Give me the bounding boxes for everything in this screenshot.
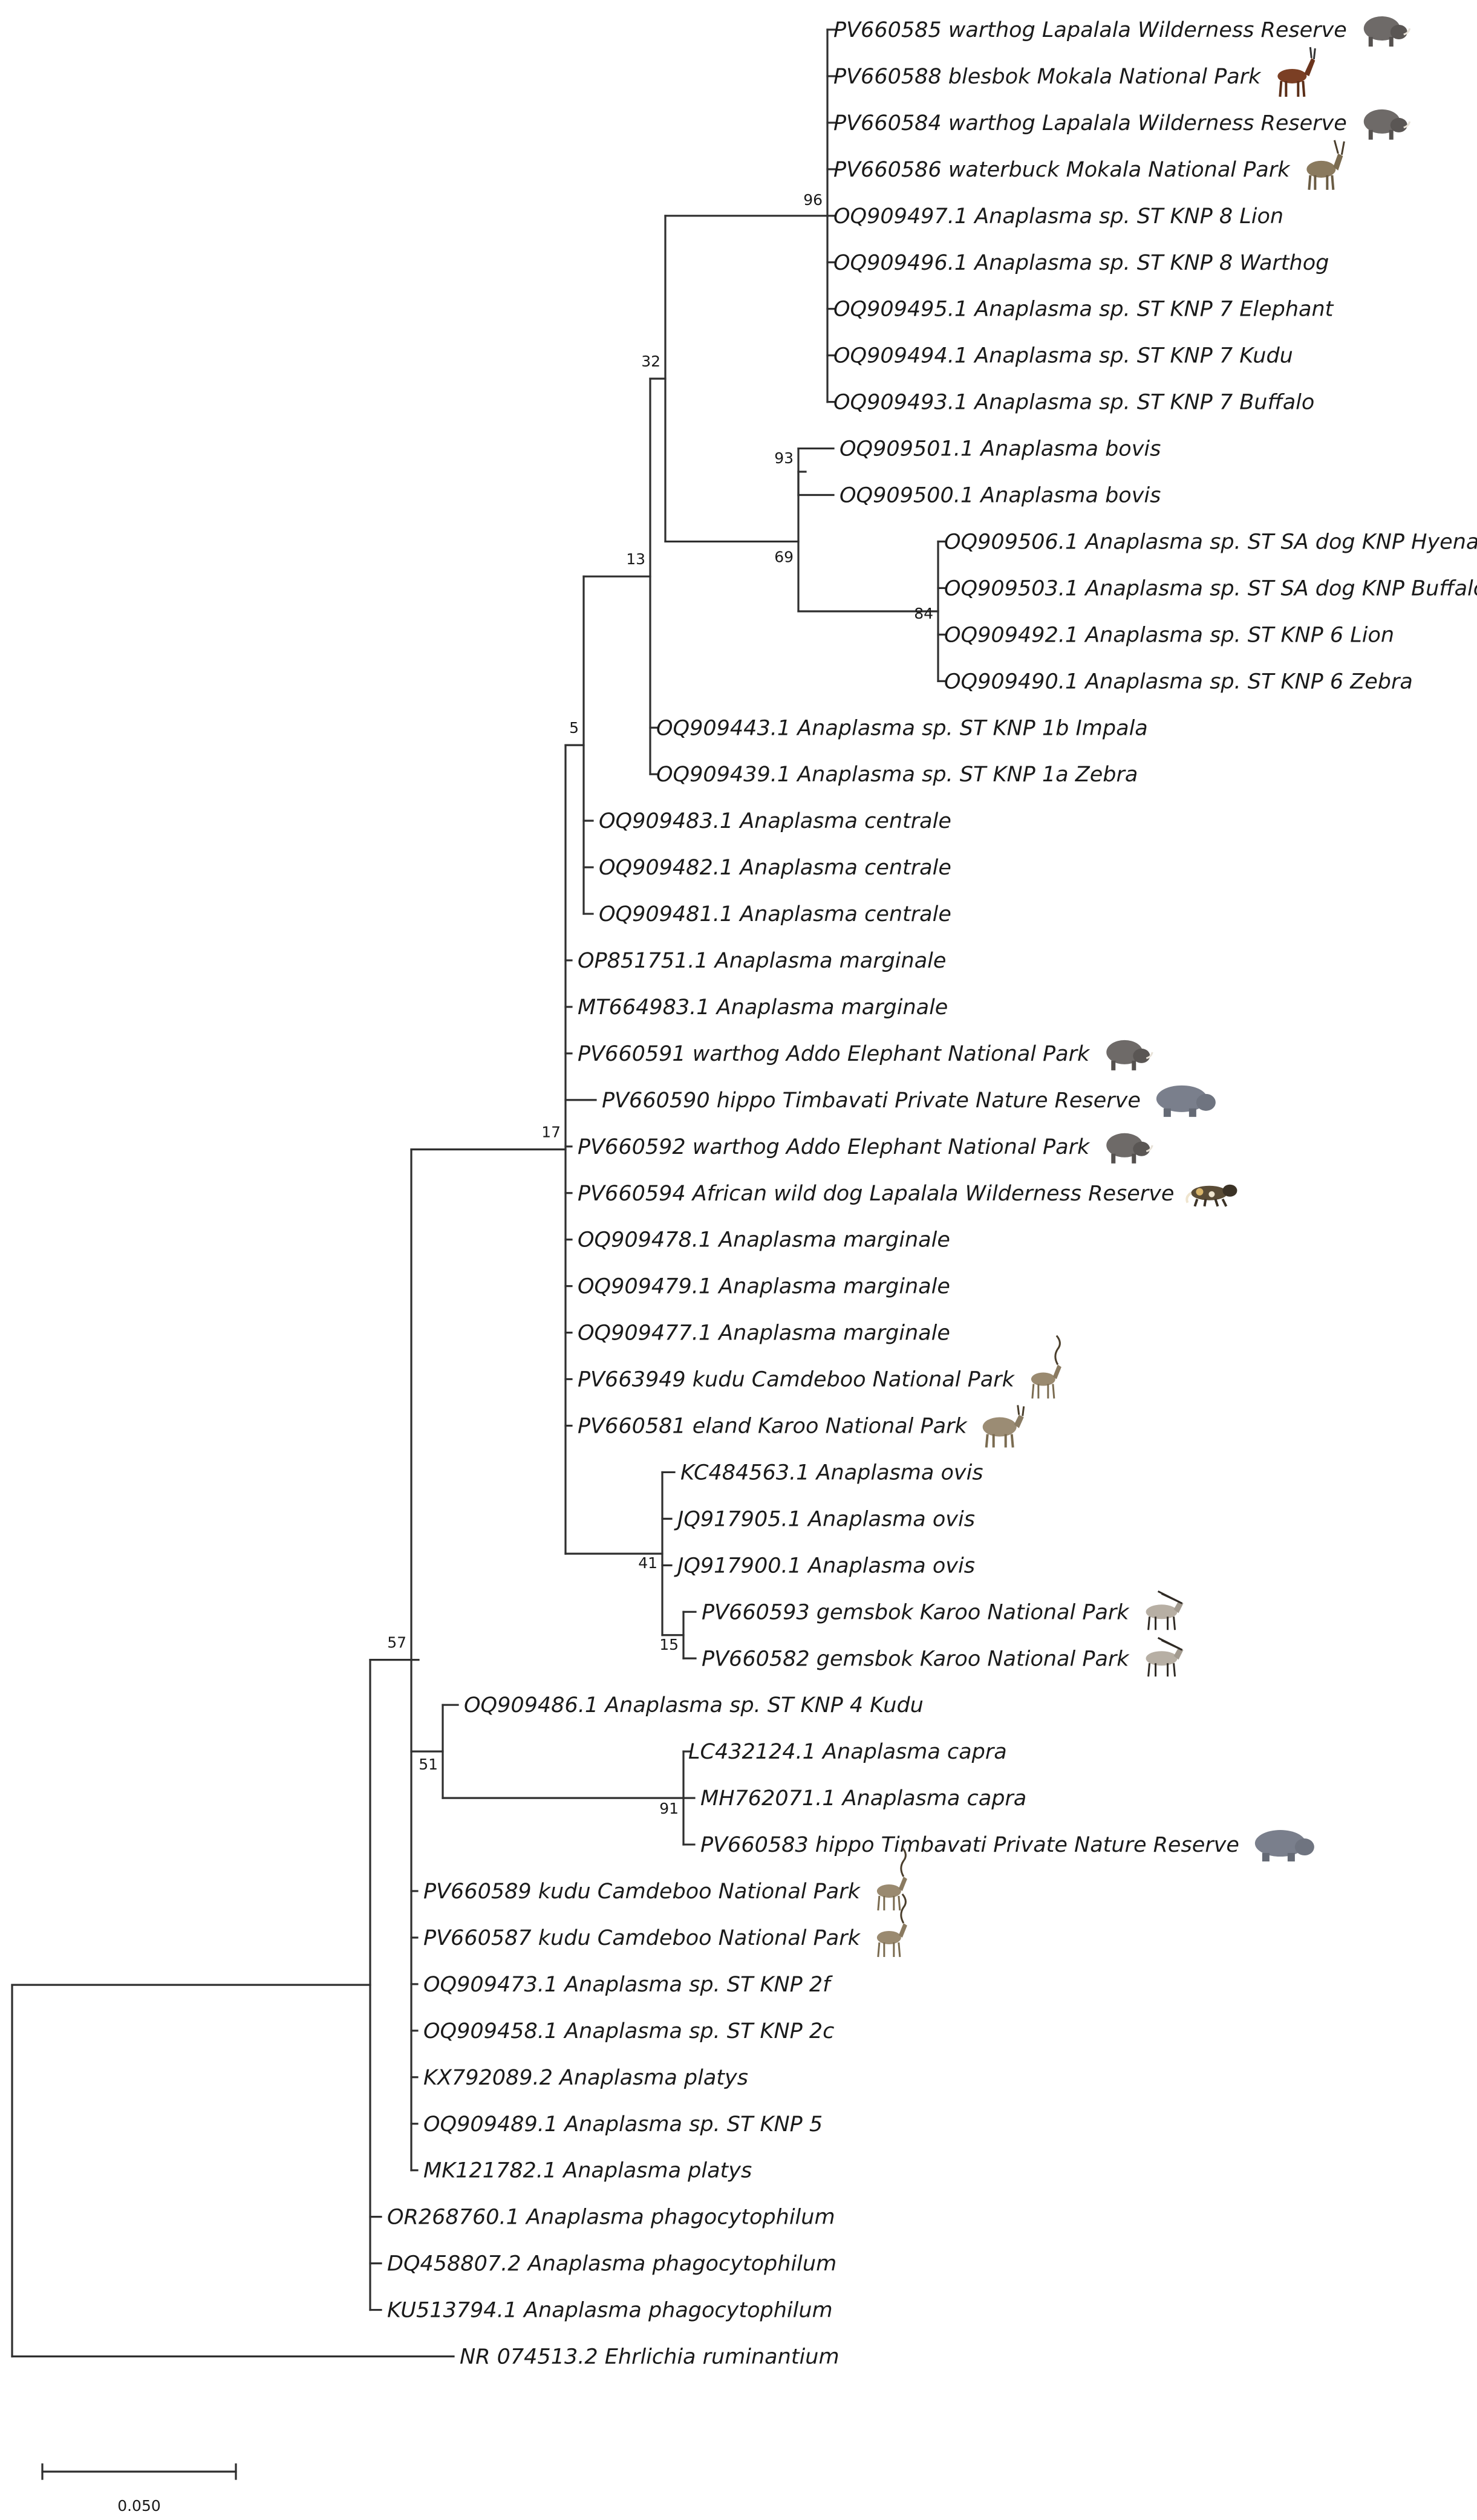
leaf-label: OQ909443.1 Anaplasma sp. ST KNP 1b Impal… bbox=[656, 716, 1148, 740]
leaf-label: KU513794.1 Anaplasma phagocytophilum bbox=[387, 2299, 833, 2323]
leaf-label: PV663949 kudu Camdeboo National Park bbox=[578, 1368, 1016, 1392]
leaf-label: MT664983.1 Anaplasma marginale bbox=[578, 995, 948, 1020]
leaf-label: NR 074513.2 Ehrlichia ruminantium bbox=[460, 2345, 840, 2369]
leaf-label: PV660590 hippo Timbavati Private Nature … bbox=[602, 1089, 1141, 1113]
leaf-label: PV660582 gemsbok Karoo National Park bbox=[702, 1647, 1130, 1671]
warthog-icon bbox=[1363, 109, 1411, 140]
warthog-icon bbox=[1106, 1040, 1153, 1070]
leaf-label: OQ909473.1 Anaplasma sp. ST KNP 2f bbox=[423, 1973, 833, 1997]
bootstrap-values: 96 93 84 69 32 13 5 15 41 17 91 51 57 bbox=[387, 191, 933, 1817]
leaf-label: PV660591 warthog Addo Elephant National … bbox=[578, 1042, 1091, 1066]
leaf-label: OQ909496.1 Anaplasma sp. ST KNP 8 Wartho… bbox=[833, 251, 1329, 275]
bootstrap-value: 32 bbox=[641, 353, 660, 370]
leaf-label: OQ909458.1 Anaplasma sp. ST KNP 2c bbox=[423, 2019, 834, 2043]
leaf-label: OQ909503.1 Anaplasma sp. ST SA dog KNP B… bbox=[944, 576, 1477, 601]
bootstrap-value: 96 bbox=[803, 191, 823, 209]
leaf-label: JQ917900.1 Anaplasma ovis bbox=[674, 1554, 975, 1578]
wild-dog-icon bbox=[1185, 1184, 1237, 1207]
gemsbok-icon bbox=[1146, 1636, 1184, 1677]
leaf-label: OR268760.1 Anaplasma phagocytophilum bbox=[387, 2206, 835, 2230]
bootstrap-value: 69 bbox=[774, 548, 794, 565]
hippo-icon bbox=[1254, 1830, 1314, 1862]
leaf-label: OQ909500.1 Anaplasma bovis bbox=[840, 484, 1161, 508]
leaf-label: OQ909481.1 Anaplasma centrale bbox=[599, 902, 951, 926]
leaf-label: PV660585 warthog Lapalala Wilderness Res… bbox=[833, 18, 1347, 42]
leaf-label: PV660589 kudu Camdeboo National Park bbox=[423, 1880, 861, 1904]
leaf-label: PV660588 blesbok Mokala National Park bbox=[833, 65, 1262, 89]
bootstrap-value: 5 bbox=[569, 719, 579, 737]
scale-bar-label: 0.050 bbox=[117, 2497, 161, 2515]
leaf-label: OQ909477.1 Anaplasma marginale bbox=[578, 1321, 950, 1346]
eland-icon bbox=[982, 1405, 1025, 1448]
leaf-label: OQ909479.1 Anaplasma marginale bbox=[578, 1275, 950, 1299]
warthog-icon bbox=[1363, 16, 1411, 47]
bootstrap-value: 41 bbox=[638, 1554, 657, 1572]
leaf-label: PV660583 hippo Timbavati Private Nature … bbox=[700, 1833, 1239, 1857]
leaf-label: PV660587 kudu Camdeboo National Park bbox=[423, 1926, 861, 1950]
leaf-label: PV660586 waterbuck Mokala National Park bbox=[833, 158, 1291, 182]
leaf-label: PV660593 gemsbok Karoo National Park bbox=[702, 1600, 1130, 1624]
leaf-label: KX792089.2 Anaplasma platys bbox=[423, 2066, 748, 2090]
leaf-label: OQ909506.1 Anaplasma sp. ST SA dog KNP H… bbox=[944, 530, 1477, 554]
leaf-label: OQ909486.1 Anaplasma sp. ST KNP 4 Kudu bbox=[464, 1693, 924, 1717]
leaf-label: DQ458807.2 Anaplasma phagocytophilum bbox=[387, 2252, 836, 2276]
leaf-label: OQ909495.1 Anaplasma sp. ST KNP 7 Elepha… bbox=[833, 298, 1334, 322]
bootstrap-value: 93 bbox=[774, 449, 794, 467]
leaf-label: PV660594 African wild dog Lapalala Wilde… bbox=[578, 1182, 1174, 1206]
leaf-label: OQ909492.1 Anaplasma sp. ST KNP 6 Lion bbox=[944, 623, 1394, 647]
leaf-label: JQ917905.1 Anaplasma ovis bbox=[674, 1507, 975, 1531]
leaf-label: OQ909478.1 Anaplasma marginale bbox=[578, 1228, 950, 1252]
leaf-label: MK121782.1 Anaplasma platys bbox=[423, 2159, 752, 2183]
bootstrap-value: 15 bbox=[659, 1636, 679, 1653]
animal-icons bbox=[876, 16, 1411, 1958]
kudu-icon bbox=[1031, 1335, 1061, 1399]
leaf-label: OQ909494.1 Anaplasma sp. ST KNP 7 Kudu bbox=[833, 344, 1293, 368]
leaf-labels: PV660585 warthog Lapalala Wilderness Res… bbox=[387, 18, 1477, 2369]
kudu-icon bbox=[876, 1893, 907, 1958]
tree-branches bbox=[11, 28, 947, 2358]
bootstrap-value: 17 bbox=[541, 1124, 561, 1141]
bootstrap-value: 51 bbox=[419, 1756, 438, 1773]
leaf-label: OQ909482.1 Anaplasma centrale bbox=[599, 856, 951, 880]
leaf-label: OQ909439.1 Anaplasma sp. ST KNP 1a Zebra bbox=[656, 763, 1138, 787]
blesbok-icon bbox=[1277, 47, 1316, 97]
leaf-label: OP851751.1 Anaplasma marginale bbox=[578, 949, 946, 973]
leaf-label: PV660592 warthog Addo Elephant National … bbox=[578, 1135, 1091, 1159]
leaf-label: LC432124.1 Anaplasma capra bbox=[688, 1740, 1007, 1764]
leaf-label: OQ909501.1 Anaplasma bovis bbox=[840, 437, 1161, 461]
scale-bar: 0.050 bbox=[41, 2463, 237, 2515]
waterbuck-icon bbox=[1306, 140, 1345, 190]
hippo-icon bbox=[1156, 1085, 1216, 1117]
leaf-label: OQ909490.1 Anaplasma sp. ST KNP 6 Zebra bbox=[944, 669, 1413, 694]
kudu-icon bbox=[876, 1847, 907, 1911]
leaf-label: PV660581 eland Karoo National Park bbox=[578, 1415, 968, 1439]
leaf-label: OQ909493.1 Anaplasma sp. ST KNP 7 Buffal… bbox=[833, 391, 1314, 415]
leaf-label: OQ909497.1 Anaplasma sp. ST KNP 8 Lion bbox=[833, 204, 1283, 229]
bootstrap-value: 13 bbox=[626, 550, 645, 568]
leaf-label: OQ909483.1 Anaplasma centrale bbox=[599, 809, 951, 833]
leaf-label: MH762071.1 Anaplasma capra bbox=[700, 1786, 1026, 1811]
bootstrap-value: 84 bbox=[914, 605, 933, 622]
leaf-label: OQ909489.1 Anaplasma sp. ST KNP 5 bbox=[423, 2112, 823, 2137]
leaf-label: KC484563.1 Anaplasma ovis bbox=[680, 1460, 983, 1485]
bootstrap-value: 57 bbox=[387, 1634, 406, 1652]
gemsbok-icon bbox=[1146, 1590, 1184, 1630]
warthog-icon bbox=[1106, 1133, 1153, 1164]
bootstrap-value: 91 bbox=[659, 1800, 679, 1817]
leaf-label: PV660584 warthog Lapalala Wilderness Res… bbox=[833, 111, 1347, 135]
